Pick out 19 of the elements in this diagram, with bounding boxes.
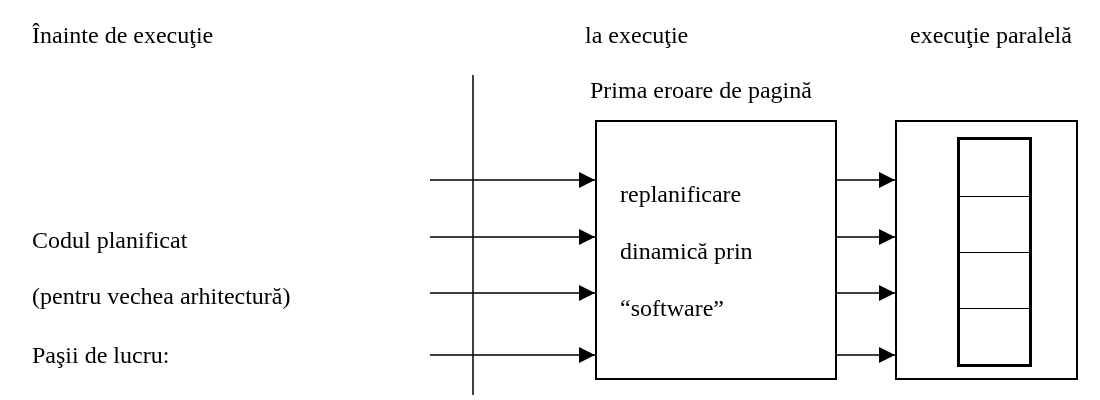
side-label: Paşii de lucru: bbox=[32, 341, 170, 369]
side-label: (pentru vechea arhitectură) bbox=[32, 282, 291, 310]
side-label: Codul planificat bbox=[32, 226, 188, 254]
arrow bbox=[429, 347, 596, 363]
memory-column-box bbox=[957, 137, 1032, 367]
arrow bbox=[836, 229, 896, 245]
arrow bbox=[836, 347, 896, 363]
arrow bbox=[429, 172, 596, 188]
arrow bbox=[429, 229, 596, 245]
annotation-text: Prima eroare de pagină bbox=[590, 76, 812, 104]
arrow bbox=[836, 172, 896, 188]
column-heading: la execuţie bbox=[585, 21, 689, 49]
column-heading: execuţie paralelă bbox=[910, 21, 1072, 49]
node-text: replanificare dinamică prin “software” bbox=[620, 180, 754, 323]
column-heading: Înainte de execuţie bbox=[32, 21, 214, 49]
arrow bbox=[836, 285, 896, 301]
container-box bbox=[895, 120, 1078, 380]
arrow bbox=[429, 285, 596, 301]
process-box bbox=[595, 120, 837, 380]
